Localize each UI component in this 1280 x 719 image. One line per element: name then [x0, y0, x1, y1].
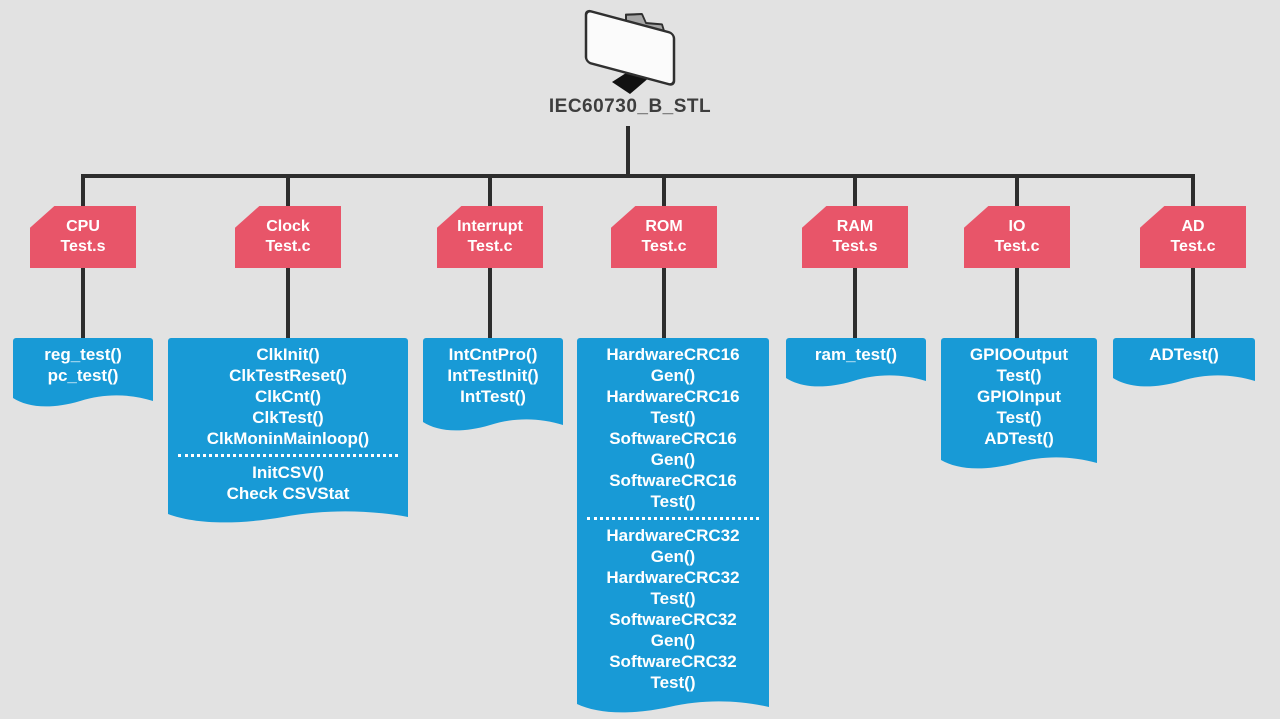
root-folder — [572, 2, 687, 94]
function-list: ADTest() — [1149, 345, 1219, 364]
file-node-label: Interrupt Test.c — [457, 218, 523, 255]
document-wave-edge — [13, 395, 153, 410]
file-node-cpu: CPU Test.s — [30, 206, 136, 268]
dotted-divider — [587, 517, 759, 520]
dotted-divider — [178, 454, 398, 457]
file-node-rom: ROM Test.c — [611, 206, 717, 268]
file-node-label: ROM Test.c — [641, 218, 687, 255]
function-box-rom: HardwareCRC16 Gen() HardwareCRC16 Test()… — [577, 338, 769, 716]
file-node-label: AD Test.c — [1170, 218, 1216, 255]
document-wave-edge — [423, 419, 563, 434]
document-wave-edge — [168, 511, 408, 526]
connector-horizontal-bus — [81, 174, 1195, 178]
function-box-interrupt: IntCntPro() IntTestInit() IntTest() — [423, 338, 563, 434]
connector-root-drop — [626, 126, 630, 178]
function-box-clock: ClkInit() ClkTestReset() ClkCnt() ClkTes… — [168, 338, 408, 526]
function-box-ad: ADTest() — [1113, 338, 1255, 390]
file-node-clock: Clock Test.c — [235, 206, 341, 268]
function-list: ram_test() — [814, 345, 898, 364]
file-node-interrupt: Interrupt Test.c — [437, 206, 543, 268]
file-node-label: RAM Test.s — [832, 218, 878, 255]
function-box-io: GPIOOutput Test() GPIOInput Test() ADTes… — [941, 338, 1097, 472]
function-list: HardwareCRC32 Gen() HardwareCRC32 Test()… — [606, 526, 740, 692]
function-list: GPIOOutput Test() GPIOInput Test() ADTes… — [969, 345, 1069, 448]
folder-icon — [584, 9, 676, 94]
document-wave-edge — [1113, 375, 1255, 390]
root-folder-label: IEC60730_B_STL — [548, 96, 712, 117]
document-wave-edge — [577, 701, 769, 716]
file-node-ram: RAM Test.s — [802, 206, 908, 268]
function-list: InitCSV() Check CSVStat — [226, 463, 350, 503]
function-list: reg_test() pc_test() — [44, 345, 122, 385]
function-box-ram: ram_test() — [786, 338, 926, 390]
file-node-ad: AD Test.c — [1140, 206, 1246, 268]
file-node-label: Clock Test.c — [265, 218, 311, 255]
function-list: HardwareCRC16 Gen() HardwareCRC16 Test()… — [606, 345, 740, 511]
function-list: ClkInit() ClkTestReset() ClkCnt() ClkTes… — [206, 345, 370, 448]
file-node-label: IO Test.c — [994, 218, 1040, 255]
file-node-io: IO Test.c — [964, 206, 1070, 268]
document-wave-edge — [786, 375, 926, 390]
function-list: IntCntPro() IntTestInit() IntTest() — [447, 345, 539, 406]
document-wave-edge — [941, 457, 1097, 472]
file-node-label: CPU Test.s — [60, 218, 106, 255]
function-box-cpu: reg_test() pc_test() — [13, 338, 153, 410]
